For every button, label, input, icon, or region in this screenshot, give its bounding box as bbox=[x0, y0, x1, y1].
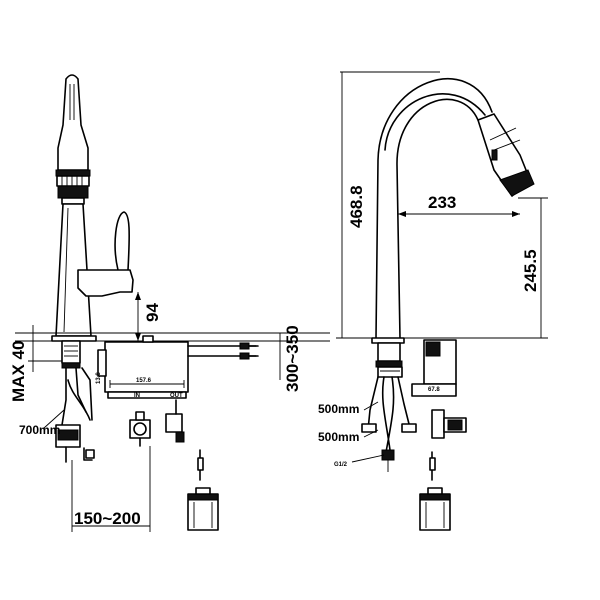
left-handle-lever bbox=[114, 211, 130, 271]
right-side-view: 468.8 233 245.5 67.8 bbox=[318, 71, 548, 531]
bottom-range-label: 150~200 bbox=[74, 509, 141, 528]
box-clearance-label: 300~350 bbox=[283, 325, 302, 392]
hose-1-label: 500mm bbox=[318, 402, 359, 416]
port-in-label: IN bbox=[134, 393, 140, 399]
left-side-view: MAX 40 700mm 94 157.6 13.8 IN OUT bbox=[9, 74, 330, 532]
left-spray-head-ring bbox=[55, 169, 91, 177]
spout-clearance-label: 94 bbox=[143, 303, 162, 322]
thread-label: G1/2 bbox=[334, 462, 348, 468]
right-gooseneck-spout bbox=[375, 78, 493, 339]
valve-out bbox=[165, 413, 183, 433]
hose-length-label: 700mm bbox=[19, 423, 60, 437]
box-height-label: 13.8 bbox=[96, 372, 102, 384]
sensor-size-label: 67.8 bbox=[428, 387, 440, 393]
total-height-label: 468.8 bbox=[347, 185, 366, 228]
left-hoses bbox=[61, 367, 93, 426]
control-box bbox=[104, 341, 189, 393]
left-spout-body bbox=[57, 74, 89, 171]
reach-label: 233 bbox=[428, 193, 456, 212]
box-width-label: 157.6 bbox=[136, 378, 152, 384]
port-out-label: OUT bbox=[170, 393, 183, 399]
right-under-sink-hoses bbox=[367, 376, 411, 453]
hose-2-label: 500mm bbox=[318, 430, 359, 444]
spout-height-label: 245.5 bbox=[521, 249, 540, 292]
max-height-label: MAX 40 bbox=[9, 341, 28, 402]
